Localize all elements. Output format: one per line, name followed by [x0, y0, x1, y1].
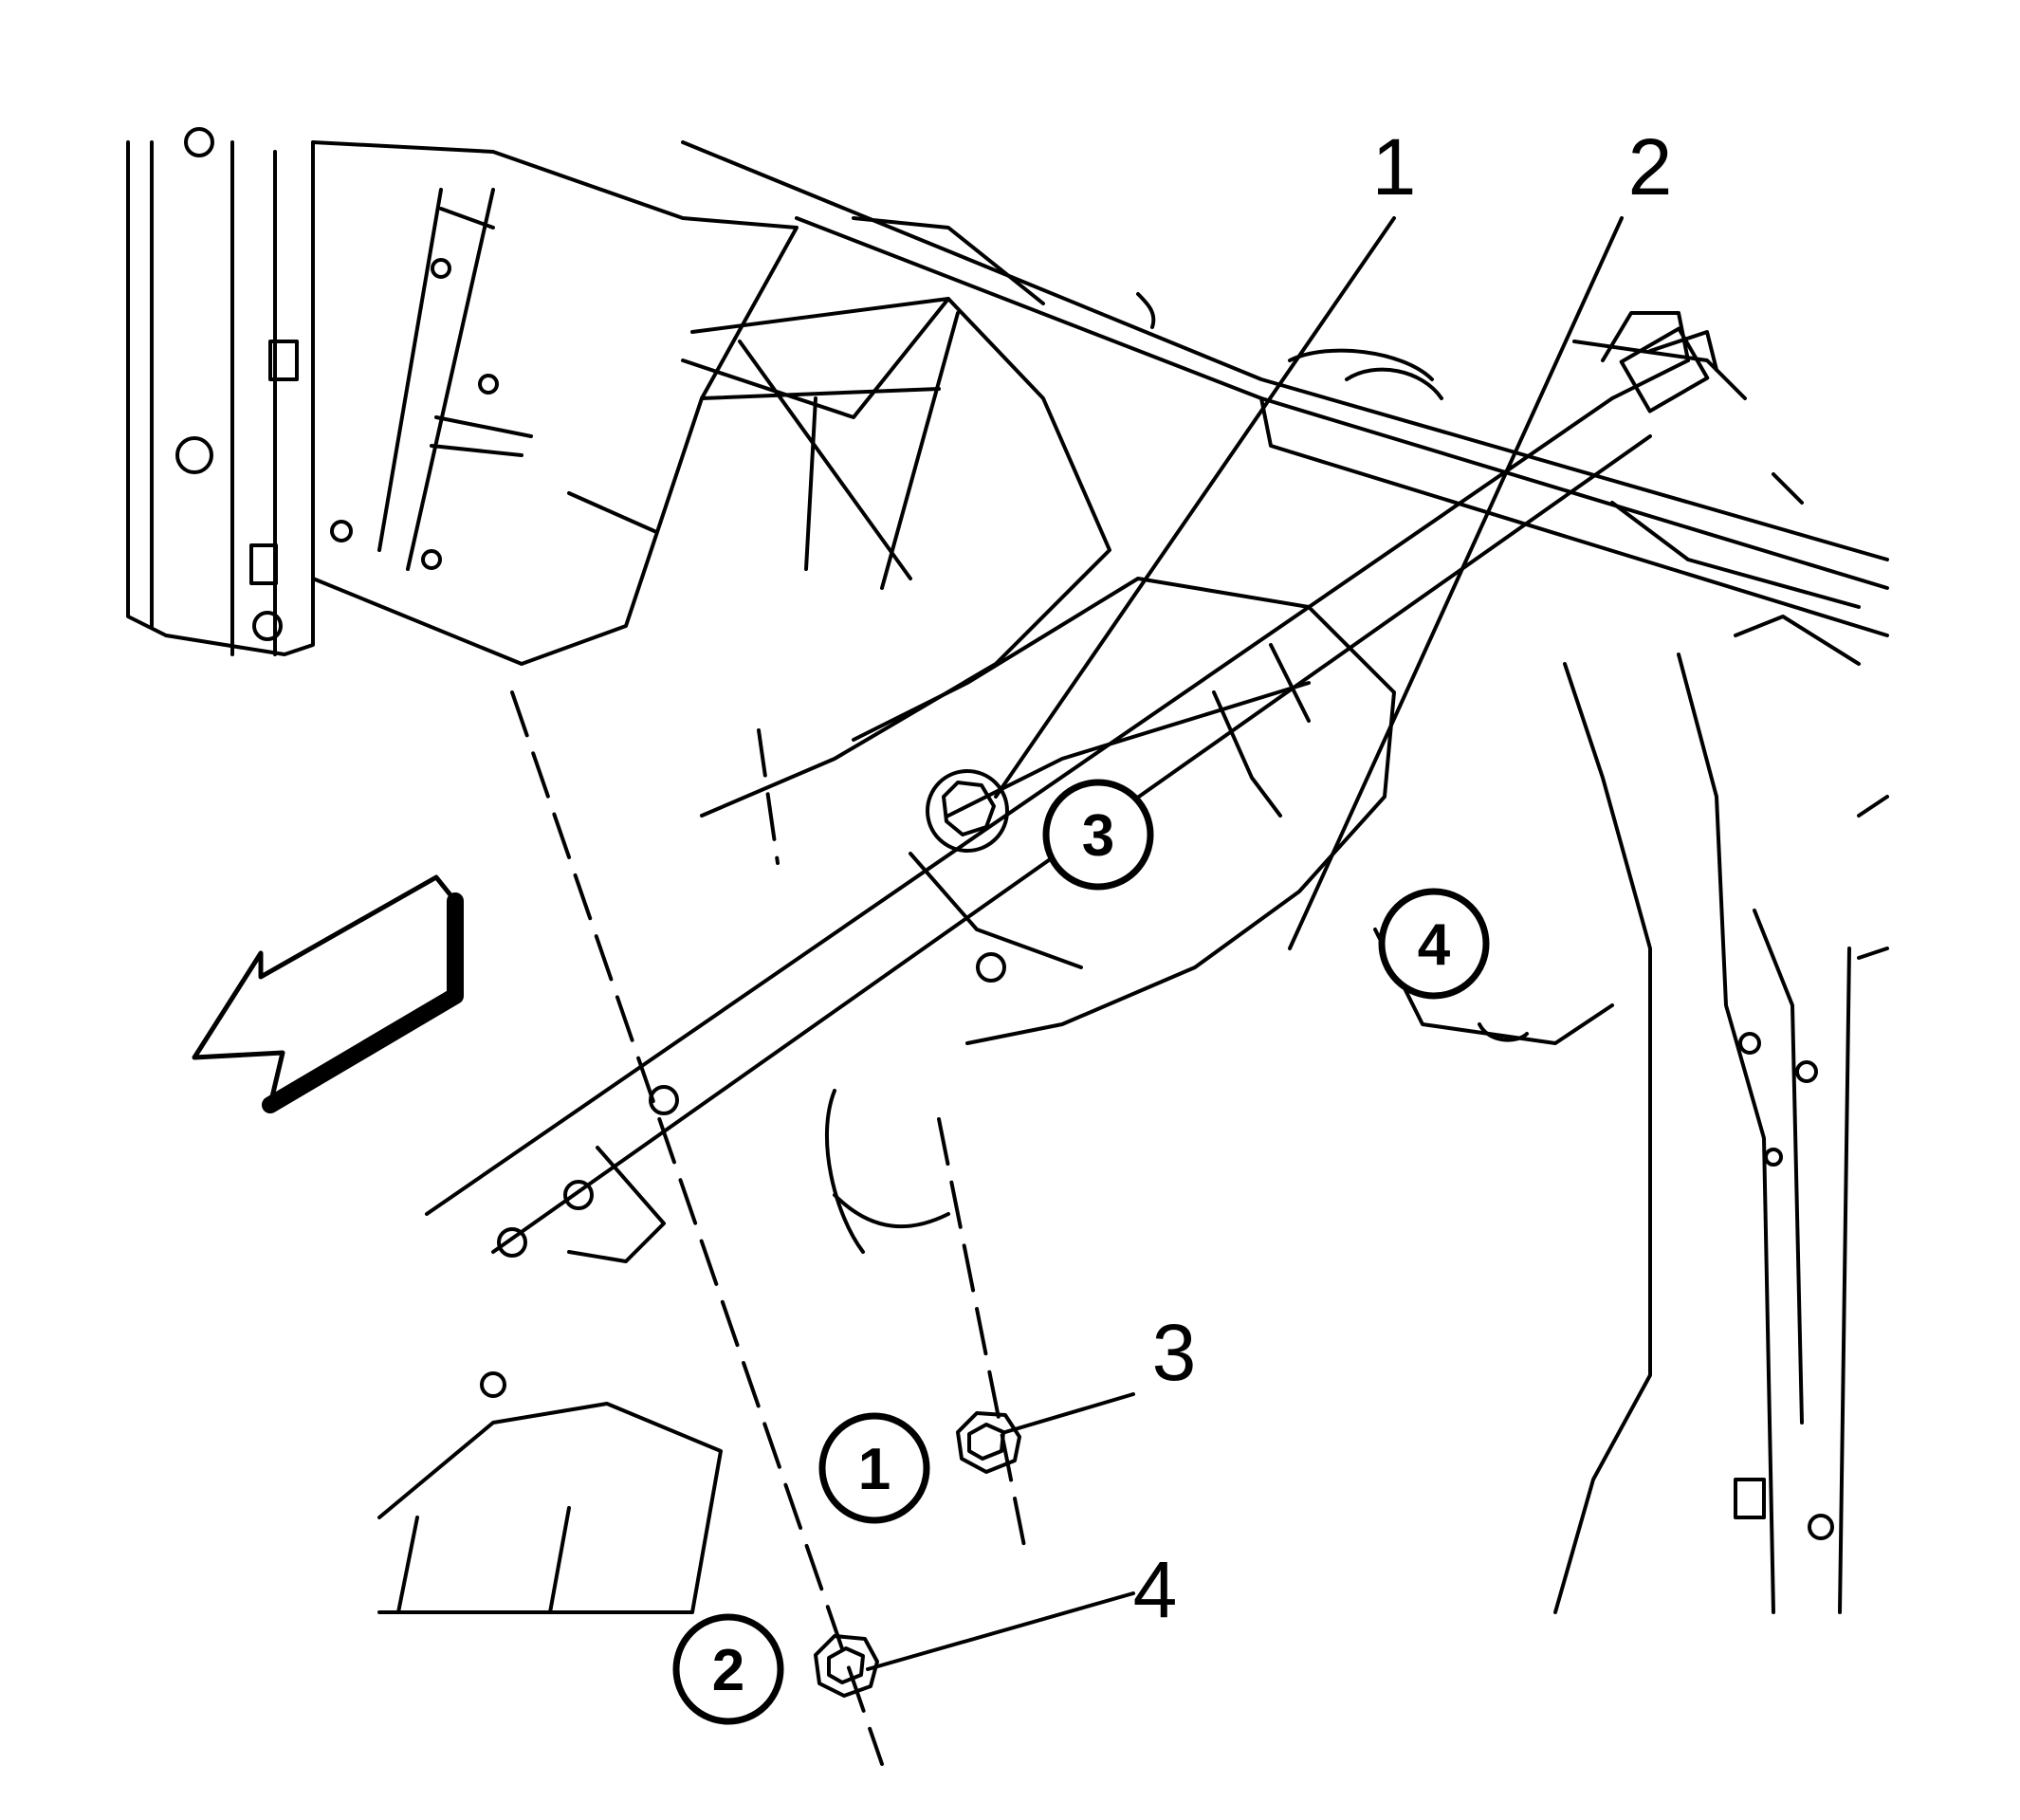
cross-car-beam: [681, 140, 1889, 666]
stud-axis-left: [757, 728, 780, 865]
svg-text:4: 4: [1418, 912, 1451, 978]
nut-2-axis: [510, 690, 884, 1766]
callout-2: 2: [1628, 122, 1673, 211]
column-bracket: [824, 577, 1396, 1254]
leader-3: [1003, 1392, 1135, 1434]
leader-lines: [866, 216, 1624, 1671]
center-bracket: [567, 216, 1156, 818]
callout-1: 1: [1372, 122, 1417, 211]
svg-text:1: 1: [858, 1437, 891, 1502]
svg-text:2: 2: [712, 1638, 744, 1703]
leader-1: [994, 216, 1396, 799]
nut-2: [814, 1634, 879, 1698]
callout-3: 3: [1152, 1308, 1197, 1397]
installed-nut: [926, 769, 1009, 853]
callout-4: 4: [1133, 1545, 1178, 1634]
upper-housing: [311, 140, 799, 666]
leader-2: [1288, 216, 1624, 950]
sequence-marker-2: 2: [672, 1613, 784, 1725]
nut-1: [956, 1411, 1021, 1474]
sequence-marker-4: 4: [1378, 888, 1490, 1000]
front-arrow-icon: [192, 874, 464, 1113]
steering-column: [377, 311, 1747, 1614]
svg-text:3: 3: [1082, 803, 1114, 869]
sequence-marker-1: 1: [818, 1412, 930, 1524]
sequence-marker-3: 3: [1042, 779, 1154, 891]
sequence-markers: 3 4 1 2: [672, 779, 1490, 1725]
callout-labels: 1 2 3 4: [1133, 122, 1673, 1634]
nut-1-axis: [937, 1117, 1026, 1548]
left-frame-pillar: [126, 127, 315, 656]
fastener-axes: [510, 690, 1026, 1766]
leader-4: [866, 1591, 1135, 1671]
right-support: [1373, 653, 1889, 1614]
